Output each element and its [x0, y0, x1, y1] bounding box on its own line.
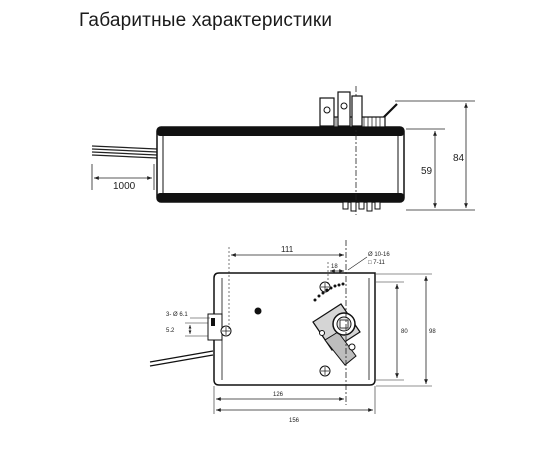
dim-width-18: 18 [327, 262, 344, 284]
width-111-label: 111 [281, 245, 294, 254]
dim-cable-length: 1000 [91, 164, 155, 192]
side-view: 1000 59 84 [91, 86, 475, 215]
body-height-label: 59 [421, 166, 433, 177]
position-scale [313, 282, 345, 302]
top-view: 111 18 Ø 10-16 □ 7-11 3- Ø 6.1 5.2 [149, 240, 436, 424]
offset-label: 5.2 [166, 328, 175, 334]
cable-wires [91, 145, 158, 159]
dim-total-height: 84 [395, 100, 475, 208]
width-156-label: 156 [289, 418, 300, 424]
indicator-dot [254, 307, 262, 315]
mounting-lug [207, 313, 232, 341]
shaft-square-label: □ 7-11 [368, 260, 386, 266]
dim-width-111: 111 [228, 245, 344, 330]
shaft-clamp [319, 91, 398, 128]
dim-height-80: 80 [376, 281, 408, 381]
dim-width-126: 126 [213, 386, 344, 414]
bottom-connectors [342, 201, 381, 212]
shaft-adapter [312, 303, 361, 366]
height-80-label: 80 [401, 329, 408, 335]
hole-dia-label: 3- Ø 6.1 [166, 312, 188, 318]
width-18-label: 18 [331, 264, 338, 270]
screw-hole-bottom [319, 365, 331, 377]
cable-top [149, 350, 214, 367]
page-title: Габаритные характеристики [79, 10, 333, 31]
actuator-body-side [156, 126, 405, 203]
dim-body-height: 59 [406, 128, 475, 211]
cable-length-label: 1000 [113, 181, 136, 192]
dim-width-156: 156 [216, 386, 376, 424]
actuator-bottom-band [157, 193, 404, 202]
dim-height-98: 98 [376, 273, 436, 387]
screw-hole-top [319, 281, 331, 293]
dim-offset: 5.2 [166, 322, 208, 337]
actuator-body-top [213, 272, 376, 386]
height-98-label: 98 [429, 329, 436, 335]
total-height-label: 84 [453, 153, 465, 164]
dim-hole: 3- Ø 6.1 [166, 312, 210, 319]
shaft-round-label: Ø 10-16 [368, 252, 390, 258]
actuator-top-band [157, 127, 404, 136]
width-126-label: 126 [273, 392, 284, 398]
